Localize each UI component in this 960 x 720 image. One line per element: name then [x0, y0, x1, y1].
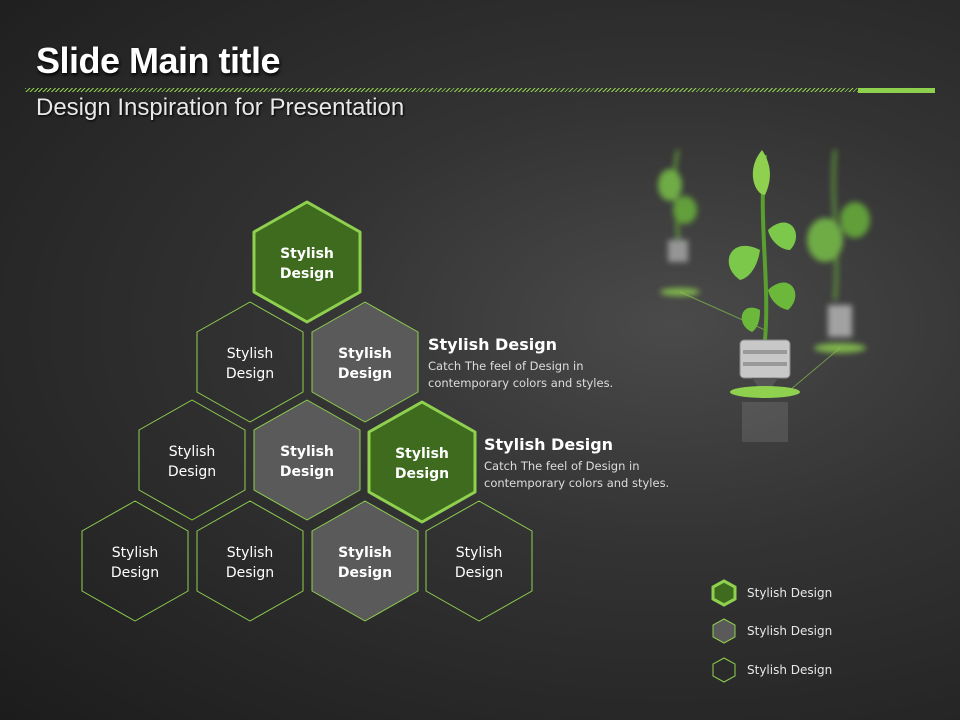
- hexagon-label: Stylish: [395, 446, 449, 462]
- hexagon-shape: [367, 400, 477, 524]
- hexagon-label: Stylish: [112, 545, 159, 561]
- hexagon-label: Design: [168, 464, 216, 480]
- legend-item-outline: Stylish Design: [711, 656, 832, 684]
- callout-text: Catch The feel of Design in contemporary…: [428, 359, 614, 390]
- hexagon-label: Design: [111, 565, 159, 581]
- hexagon-label: Design: [338, 366, 392, 382]
- hexagon-shape: [196, 301, 304, 423]
- legend-label: Stylish Design: [747, 586, 833, 600]
- hexagon-label: Stylish: [338, 346, 392, 362]
- hexagon-label: Design: [226, 565, 274, 581]
- hexagon-label: Stylish: [227, 346, 274, 362]
- callout-1: Stylish Design Catch The feel of Design …: [428, 335, 638, 392]
- hexagon-shape: [252, 200, 362, 324]
- hexagon-label: Stylish: [280, 444, 334, 460]
- hexagon-label: Stylish: [280, 246, 334, 262]
- hexagon-shape: [311, 301, 419, 423]
- title-divider: [25, 88, 858, 92]
- slide-title: Slide Main title: [36, 40, 281, 81]
- callout-title: Stylish Design: [428, 335, 558, 354]
- hexagon-label: Design: [280, 266, 334, 282]
- hexagon-label: Stylish: [338, 545, 392, 561]
- hexagon-label: Stylish: [227, 545, 274, 561]
- hexagon-shape: [81, 500, 189, 622]
- legend-label: Stylish Design: [747, 624, 833, 638]
- hexagon-shape: [253, 399, 361, 521]
- legend-item-gray: Stylish Design: [711, 617, 832, 645]
- callout-title: Stylish Design: [484, 435, 614, 454]
- slide-subtitle: Design Inspiration for Presentation: [36, 94, 405, 121]
- hexagon-label: Design: [280, 464, 334, 480]
- callout-2: Stylish Design Catch The feel of Design …: [484, 435, 694, 492]
- hexagon-shape: [138, 399, 246, 521]
- hexagon-label: Design: [455, 565, 503, 581]
- hexagon-label: Design: [226, 366, 274, 382]
- hexagon-label: Stylish: [456, 545, 503, 561]
- hexagon-label: Design: [338, 565, 392, 581]
- title-divider-accent: [858, 88, 935, 93]
- hexagon-filled-green-icon: [711, 579, 737, 607]
- hexagon-shape: [196, 500, 304, 622]
- hexagon-filled-gray-icon: [712, 618, 736, 644]
- hexagon-shape: [425, 500, 533, 622]
- hexagon-outline-icon: [712, 657, 736, 683]
- hexagon-label: Stylish: [169, 444, 216, 460]
- legend-item-highlight: Stylish Design: [711, 579, 832, 607]
- legend-label: Stylish Design: [747, 663, 833, 677]
- callout-text: Catch The feel of Design in contemporary…: [484, 459, 670, 490]
- hexagon-label: Design: [395, 466, 449, 482]
- plant-bulb-image: [658, 149, 870, 442]
- hexagon-shape: [311, 500, 419, 622]
